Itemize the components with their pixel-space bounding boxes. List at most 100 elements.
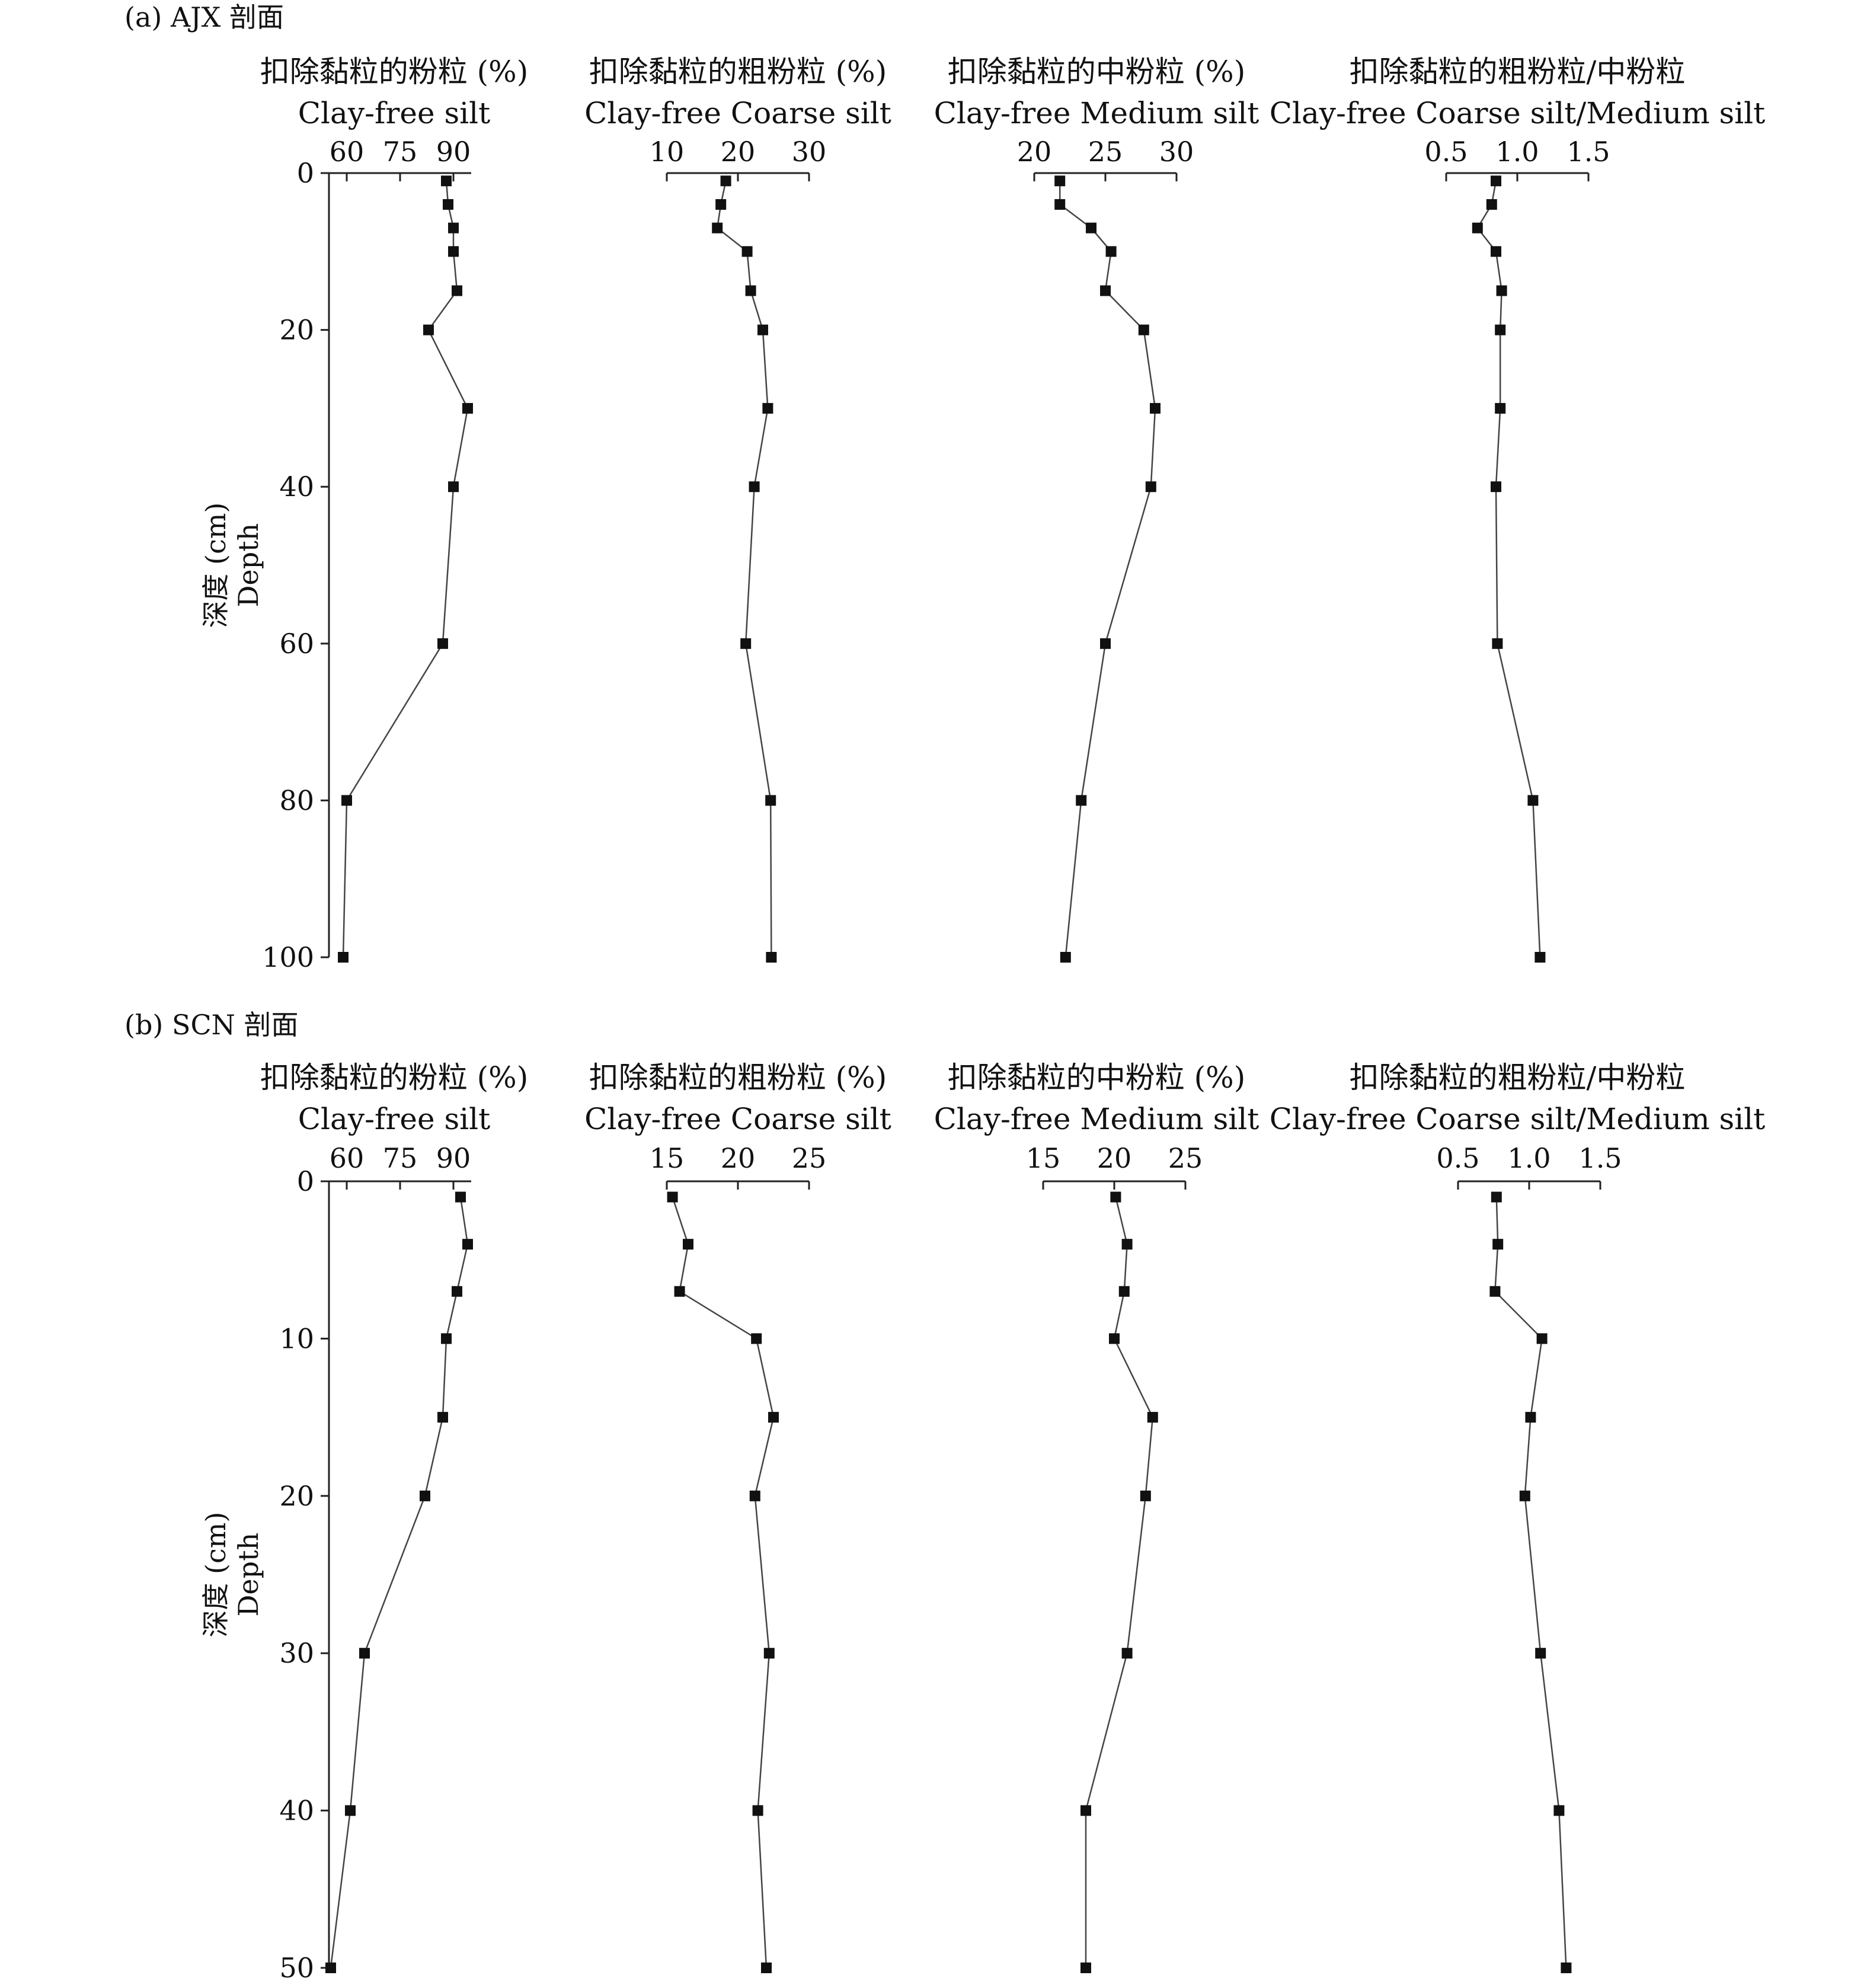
data-point <box>752 1805 763 1816</box>
depth-tick-label: 0 <box>297 157 314 189</box>
data-point <box>1495 324 1506 335</box>
column-title-cn: 扣除黏粒的粗粉粒 (%) <box>589 1060 887 1095</box>
data-point <box>1054 175 1066 187</box>
data-point <box>1060 952 1071 963</box>
x-tick-label: 20 <box>1017 136 1052 168</box>
data-point <box>341 795 352 806</box>
data-point <box>1118 1286 1130 1297</box>
column-title-cn: 扣除黏粒的粉粒 (%) <box>260 55 528 89</box>
data-point <box>1534 952 1546 963</box>
data-point <box>441 1333 452 1344</box>
series-line <box>1494 1197 1567 1968</box>
y-axis-label-en: Depth <box>232 523 264 608</box>
data-point <box>712 222 723 234</box>
data-point <box>720 175 731 187</box>
data-point <box>1110 1191 1121 1203</box>
data-point <box>1527 795 1539 806</box>
data-point <box>462 1239 473 1250</box>
x-tick-label: 15 <box>650 1142 685 1174</box>
column-title-cn: 扣除黏粒的粉粒 (%) <box>260 1060 528 1095</box>
data-point <box>1054 199 1066 210</box>
data-point <box>766 952 777 963</box>
data-point <box>325 1963 336 1973</box>
x-tick-label: 0.5 <box>1424 136 1468 168</box>
data-point <box>1076 795 1087 806</box>
x-tick-label: 30 <box>1159 136 1194 168</box>
data-point <box>455 1191 466 1203</box>
data-point <box>1553 1805 1565 1816</box>
data-point <box>1519 1490 1530 1501</box>
depth-tick-label: 100 <box>262 941 314 973</box>
data-point <box>749 481 760 493</box>
data-point <box>441 175 452 187</box>
x-tick-label: 1.5 <box>1567 136 1610 168</box>
depth-tick-label: 20 <box>279 1480 314 1512</box>
data-point <box>1121 1239 1133 1250</box>
x-tick-label: 75 <box>383 136 418 168</box>
data-point <box>443 199 453 210</box>
x-tick-label: 1.0 <box>1507 1142 1550 1174</box>
data-point <box>1489 1286 1501 1297</box>
data-point <box>452 1286 462 1297</box>
data-point <box>1492 1239 1504 1250</box>
depth-tick-label: 30 <box>279 1637 314 1669</box>
data-point <box>667 1191 678 1203</box>
data-point <box>1147 1412 1158 1423</box>
panel-label: (b) SCN 剖面 <box>124 1009 299 1041</box>
x-tick-label: 90 <box>436 136 471 168</box>
x-tick-label: 10 <box>650 136 685 168</box>
data-point <box>1121 1648 1133 1659</box>
data-point <box>715 199 727 210</box>
data-point <box>1086 222 1096 234</box>
series-line <box>672 1197 775 1968</box>
data-point <box>1496 285 1507 296</box>
data-point <box>1080 1805 1091 1816</box>
data-point <box>452 285 462 296</box>
data-point <box>462 402 473 414</box>
column-title-cn: 扣除黏粒的中粉粒 (%) <box>948 55 1245 89</box>
data-point <box>763 1648 775 1659</box>
x-tick-label: 1.5 <box>1578 1142 1622 1174</box>
series-line <box>1085 1197 1154 1968</box>
data-point <box>741 246 753 257</box>
column-title-cn: 扣除黏粒的中粉粒 (%) <box>948 1060 1245 1095</box>
x-tick-label: 25 <box>792 1142 827 1174</box>
data-point <box>1150 402 1161 414</box>
data-point <box>1100 285 1111 296</box>
y-axis-label: 深度 (cm)Depth <box>200 503 264 628</box>
x-tick-label: 75 <box>383 1142 418 1174</box>
depth-tick-label: 20 <box>279 314 314 346</box>
y-axis-label-en: Depth <box>232 1533 264 1617</box>
data-point <box>762 402 773 414</box>
series-line <box>330 1197 469 1968</box>
data-point <box>1109 1333 1120 1344</box>
y-axis-label-cn: 深度 (cm) <box>200 1512 232 1638</box>
column-title-en: Clay-free silt <box>298 96 490 130</box>
y-axis-label-cn: 深度 (cm) <box>200 503 232 628</box>
depth-tick-label: 0 <box>297 1165 314 1197</box>
data-point <box>420 1490 430 1501</box>
data-point <box>1491 1191 1502 1203</box>
data-point <box>745 285 756 296</box>
data-point <box>1495 402 1506 414</box>
depth-tick-label: 40 <box>279 471 314 503</box>
series-line <box>342 181 469 958</box>
x-tick-label: 20 <box>1097 1142 1132 1174</box>
column-1: 扣除黏粒的粉粒 (%) Clay-free silt 60 75 90 <box>260 55 528 963</box>
series-line <box>716 180 772 958</box>
data-point <box>437 1412 448 1423</box>
data-point <box>359 1648 370 1659</box>
data-point <box>757 324 768 335</box>
data-point <box>1100 638 1111 649</box>
data-point <box>1138 324 1149 335</box>
x-tick-label: 60 <box>330 136 365 168</box>
data-point <box>1491 175 1501 187</box>
depth-tick-label: 50 <box>279 1952 314 1984</box>
data-point <box>761 1963 772 1973</box>
data-point <box>1140 1490 1151 1501</box>
